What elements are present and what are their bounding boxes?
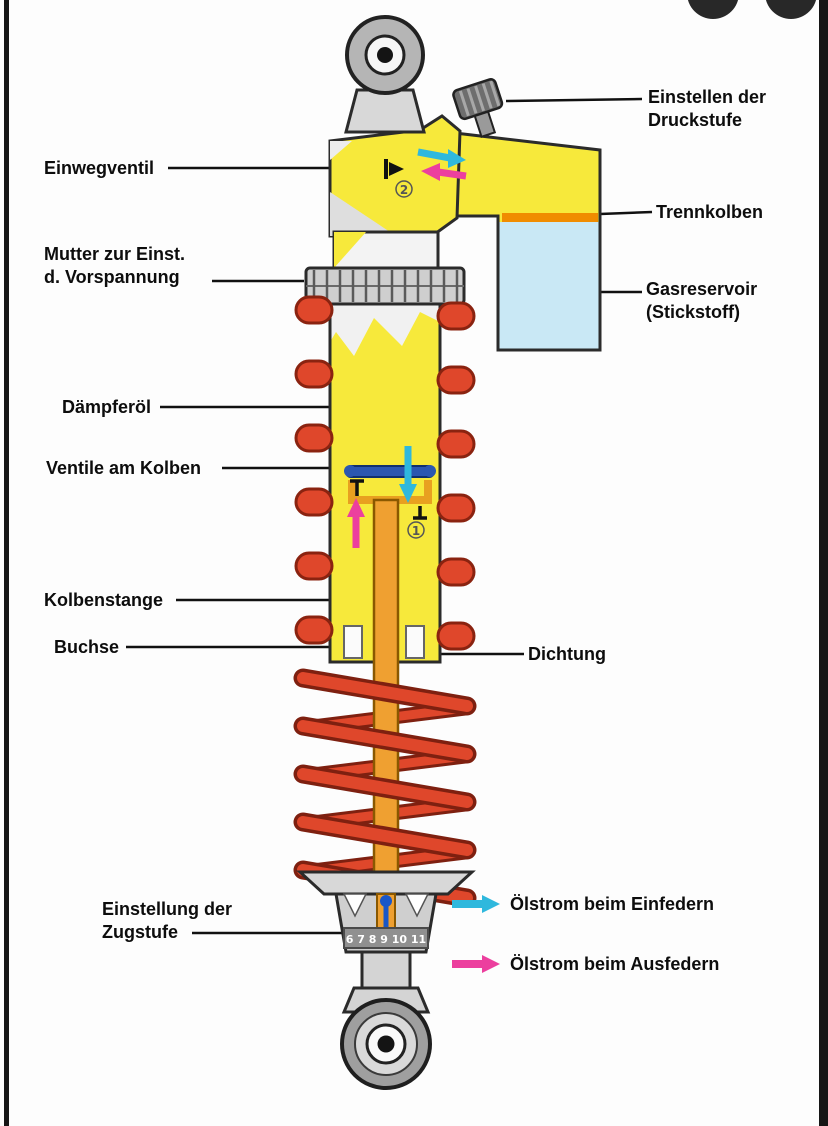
label-einstellung-zugstufe: Einstellung der Zugstufe (102, 898, 232, 944)
right-edge-strip (819, 0, 828, 1126)
flow-arrow-rebound-piston (347, 498, 365, 548)
circled-marker-2: 2 (395, 180, 413, 198)
label-line: Einstellung der (102, 899, 233, 919)
left-edge-strip (4, 0, 9, 1126)
bushing-left (343, 625, 363, 659)
cropped-corner-button (687, 0, 739, 19)
body-neck (332, 230, 440, 274)
rebound-scale-numbers: 6 7 8 9 10 11 (346, 933, 426, 946)
label-line: d. Vorspannung (44, 267, 180, 287)
svg-text:2: 2 (400, 183, 408, 197)
rebound-adjuster: 6 7 8 9 10 11 (334, 892, 438, 954)
label-line: (Stickstoff) (646, 302, 740, 322)
label-mutter-vorspannung: Mutter zur Einst. d. Vorspannung (44, 243, 185, 289)
label-einstellen-druckstufe: Einstellen der Druckstufe (648, 86, 766, 132)
circled-marker-1: 1 (407, 521, 425, 539)
top-eye-mount (344, 15, 426, 134)
preload-adjuster-nut (304, 266, 466, 306)
one-way-valve-icon (384, 159, 404, 179)
label-gasreservoir: Gasreservoir (Stickstoff) (646, 278, 757, 324)
legend-label-einfedern: Ölstrom beim Einfedern (510, 894, 715, 914)
flow-arrow-compression-piston (399, 446, 417, 503)
compression-adjuster-knob (452, 78, 504, 138)
label-ventile-am-kolben: Ventile am Kolben (46, 458, 202, 478)
label-daempferoel: Dämpferöl (62, 397, 152, 417)
flow-arrow-rebound-top (421, 163, 467, 181)
label-buchse: Buchse (54, 637, 120, 657)
label-trennkolben: Trennkolben (656, 202, 764, 222)
spring-seat (296, 870, 476, 896)
flow-arrow-compression-top (417, 148, 466, 168)
label-line: Einstellen der (648, 87, 767, 107)
bottom-eye-mount (340, 950, 432, 1090)
upper-housing (328, 114, 462, 238)
piston-rod (372, 498, 400, 936)
legend-arrow-ausfedern (452, 955, 500, 973)
label-line: Gasreservoir (646, 279, 758, 299)
label-line: Zugstufe (102, 922, 178, 942)
gas-volume (498, 222, 600, 350)
svg-text:1: 1 (412, 524, 420, 538)
legend-arrow-einfedern (452, 895, 500, 913)
rebound-scale-window (343, 927, 429, 949)
seal-right (405, 625, 425, 659)
label-dichtung: Dichtung (528, 644, 606, 664)
label-einwegventil: Einwegventil (44, 158, 155, 178)
legend-label-ausfedern: Ölstrom beim Ausfedern (510, 954, 720, 974)
label-line: Mutter zur Einst. (44, 244, 186, 264)
label-line: Druckstufe (648, 110, 743, 130)
label-kolbenstange: Kolbenstange (44, 590, 164, 610)
cropped-corner-button (765, 0, 817, 19)
gas-reservoir (453, 131, 602, 352)
knob-knurling (458, 80, 501, 117)
coil-spring-upper (294, 295, 476, 651)
separator-piston-trennkolben (502, 213, 598, 222)
